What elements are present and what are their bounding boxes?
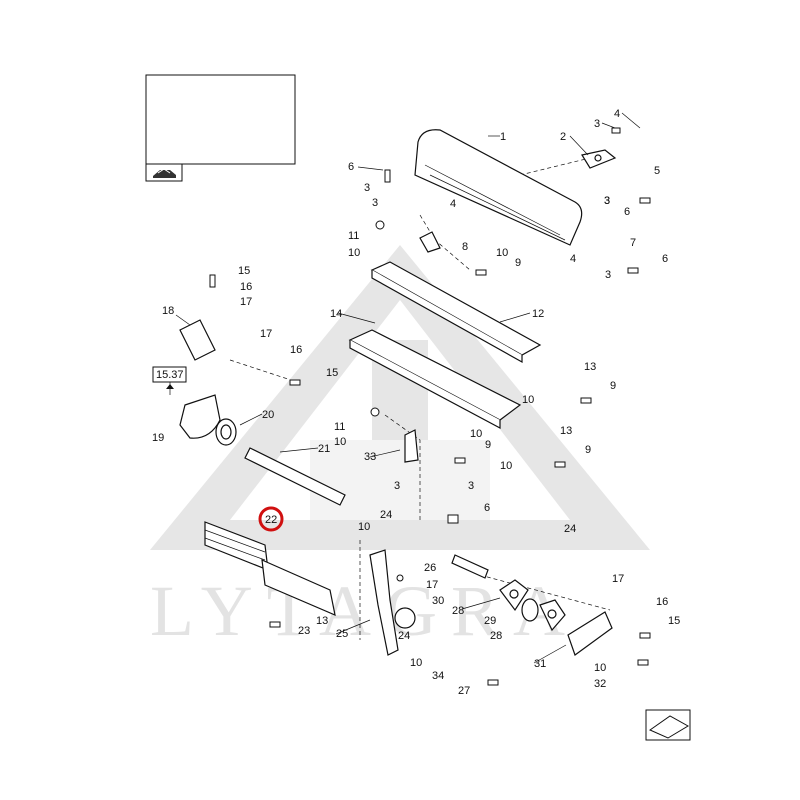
part-22-scraper [204,521,269,571]
callout: 10 [594,662,606,674]
callout: 13 [316,615,328,627]
callout: 9 [485,439,491,451]
callout: 3 [605,269,611,281]
callout: 6 [348,161,354,173]
stub-shaft [451,554,489,579]
callout: 32 [594,678,606,690]
callout: 24 [398,630,410,642]
callout: 21 [318,443,330,455]
callout: 10 [522,394,534,406]
callout: 27 [458,685,470,697]
callout: 4 [614,108,620,120]
callout: 11 [348,230,359,242]
callout: 14 [330,308,342,320]
callout: 3 [394,480,400,492]
callout: 16 [656,596,668,608]
callout: 9 [610,380,616,392]
part-28b-housing [539,599,566,632]
callout: 24 [564,523,576,535]
callout: 19 [152,432,164,444]
callout: 18 [162,305,174,317]
callout-leaders [175,112,641,664]
callout: 28 [452,605,464,617]
page-reference[interactable]: 15.37 [152,366,187,395]
part-25-arm [369,549,399,656]
part-30-wheel [394,607,416,629]
book-reference-icon [645,709,691,741]
callout: 20 [262,409,274,421]
part-31-plate [567,611,613,656]
callout: 16 [290,344,302,356]
callout: 2 [560,131,566,143]
callout: 16 [240,281,252,293]
callout: 9 [585,444,591,456]
callout: 34 [432,670,444,682]
part-14-plate [348,329,522,429]
callout: 10 [334,436,346,448]
page-reference-label: 15.37 [156,369,184,381]
figure-reference-box [145,74,296,182]
callout: 4 [570,253,576,265]
part-33-bracket [404,429,419,463]
part-28-housing [499,579,529,612]
callout: 15 [326,367,338,379]
callout: 6 [662,253,668,265]
callout: 6 [624,206,630,218]
callout: 10 [470,428,482,440]
callout: 12 [532,308,544,320]
callout: 26 [424,562,436,574]
part-12-angle-plate [370,261,542,364]
callout: 24 [380,509,392,521]
callout: 1 [500,131,506,143]
callout: 3 [604,195,610,207]
callout: 10 [496,247,508,259]
callout: 11 [334,421,345,433]
callout: 23 [298,625,310,637]
callout: 29 [484,615,496,627]
callout: 10 [410,657,422,669]
part-18-support [179,319,216,361]
callout-labels: 1 2 3 4 3 5 3 6 6 3 3 4 11 10 8 10 9 4 7… [152,108,680,697]
callout: 3 [594,118,600,130]
callout: 3 [468,480,474,492]
callout: 9 [515,257,521,269]
vehicle-icon [153,168,176,178]
callout: 5 [654,165,660,177]
fasteners [209,127,651,686]
callout: 28 [490,630,502,642]
callout: 17 [612,573,624,585]
callout: 30 [432,595,444,607]
callout: 15 [238,265,250,277]
highlight-ring [258,506,284,532]
callout: 3 [364,182,370,194]
callout: 10 [358,521,370,533]
callout: 10 [348,247,360,259]
part-19-clamp [179,394,221,439]
watermark: LYTAGRA [150,245,650,651]
callout: 6 [484,502,490,514]
part-2-bracket [581,149,617,169]
callout: 3 [604,195,610,207]
callout: 17 [426,579,438,591]
callout: 3 [372,197,378,209]
part-21-shaft [244,447,346,506]
callout: 17 [260,328,272,340]
callout: 22 [265,514,277,526]
callout: 7 [630,237,636,249]
part-8-bracket [419,231,441,253]
callout: 25 [336,628,348,640]
part-29-bearing [521,598,539,622]
callout: 13 [560,425,572,437]
callout: 15 [668,615,680,627]
callout: 8 [462,241,468,253]
callout: 10 [500,460,512,472]
callout: 4 [450,198,456,210]
part-20-bearing [215,418,237,446]
part-1-cover [414,129,583,246]
callout: 17 [240,296,252,308]
watermark-brand: LYTAGRA [150,571,579,651]
part-13-scraper [261,559,336,617]
callout: 13 [584,361,596,373]
